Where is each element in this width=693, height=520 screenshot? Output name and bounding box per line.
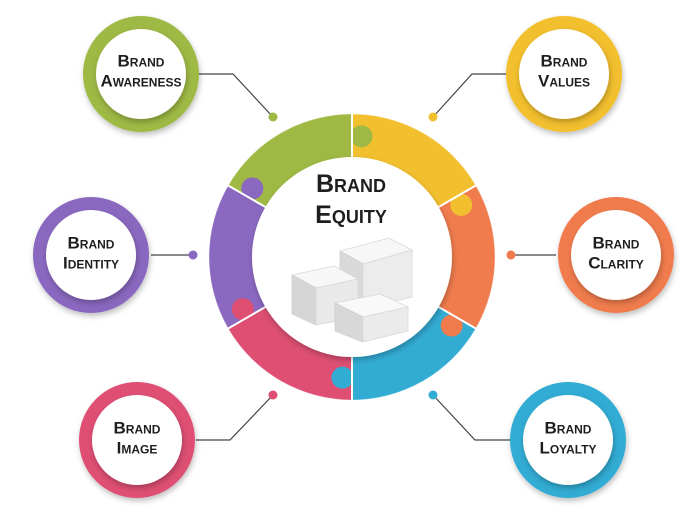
ring-divider	[226, 184, 268, 209]
ring-divider	[226, 305, 268, 330]
ring-segment-clarity	[437, 185, 495, 329]
ring-puzzle-tab	[241, 177, 264, 200]
center-title-line2: Equity	[315, 201, 387, 229]
ring-puzzle-tab	[231, 298, 254, 321]
node-label-brand-awareness: Brand Awareness	[100, 51, 182, 91]
connector-dot	[428, 112, 438, 122]
connector-dot	[188, 250, 198, 260]
connector-dot	[428, 390, 438, 400]
ring-puzzle-tab	[331, 366, 354, 389]
node-brand-clarity	[558, 197, 674, 313]
ring-puzzle-tab	[350, 125, 373, 148]
center-title-line1: Brand	[315, 169, 387, 198]
connector-line	[432, 73, 507, 118]
connector-dot	[506, 250, 516, 260]
boxes-illustration	[290, 237, 414, 343]
ring-outline	[208, 113, 496, 401]
connector-lines	[151, 73, 556, 441]
connector-line	[196, 394, 274, 441]
center-title: Brand Equity	[315, 169, 387, 232]
connector-line	[432, 394, 510, 441]
node-brand-identity	[33, 197, 149, 313]
node-brand-awareness	[83, 16, 199, 132]
node-label-brand-identity: Brand Identity	[62, 233, 120, 273]
ring-segment-identity	[209, 185, 267, 329]
ring-divider	[436, 184, 478, 209]
node-brand-image	[79, 382, 195, 498]
connector-dot	[268, 390, 278, 400]
node-label-brand-image: Brand Image	[113, 418, 161, 458]
node-brand-values	[506, 16, 622, 132]
node-label-brand-clarity: Brand Clarity	[588, 233, 644, 273]
connector-dot	[268, 112, 278, 122]
node-label-brand-loyalty: Brand Loyalty	[539, 418, 597, 458]
node-label-brand-values: Brand Values	[537, 51, 591, 91]
node-circles	[33, 16, 674, 498]
puzzle-ring	[208, 113, 496, 401]
node-brand-loyalty	[510, 382, 626, 498]
ring-puzzle-tab	[450, 193, 473, 216]
ring-segment-image	[228, 306, 352, 400]
ring-puzzle-tab	[440, 314, 463, 337]
ring-segment-values	[352, 114, 476, 208]
connector-line	[198, 73, 274, 118]
ring-divider	[436, 305, 478, 330]
